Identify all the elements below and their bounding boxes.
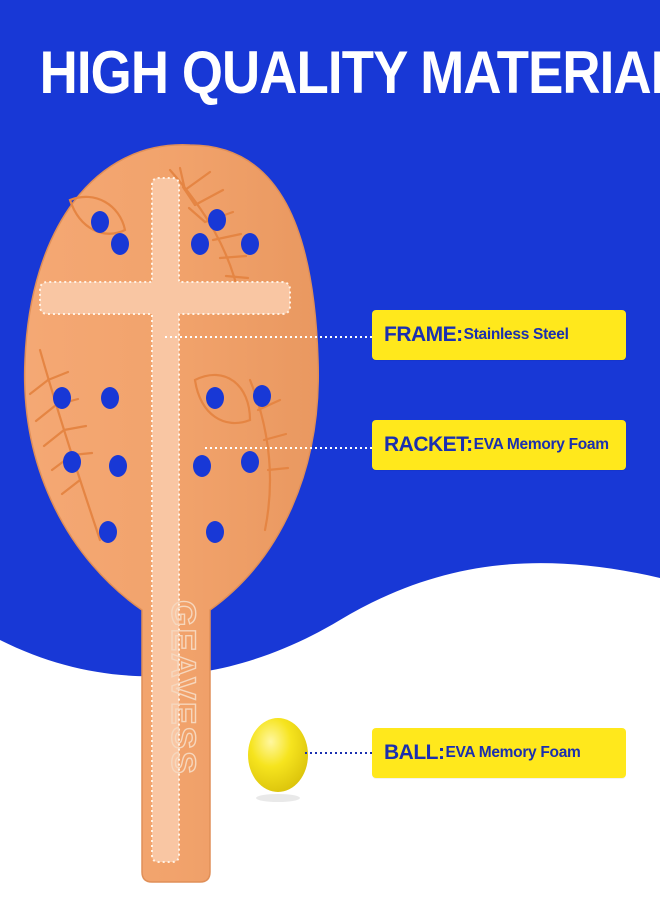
callout-racket-key: RACKET: <box>384 433 473 456</box>
callout-racket: RACKET: EVA Memory Foam <box>372 420 626 470</box>
callout-frame: FRAME: Stainless Steel <box>372 310 626 360</box>
callout-ball-value: EVA Memory Foam <box>445 744 581 761</box>
racket-frame <box>39 177 291 863</box>
callout-racket-value: EVA Memory Foam <box>473 436 609 453</box>
callout-ball: BALL: EVA Memory Foam <box>372 728 626 778</box>
racket-holes <box>53 209 271 543</box>
headline: HIGH QUALITY MATERIAL <box>39 39 660 106</box>
callout-ball-key: BALL: <box>384 741 445 764</box>
callout-frame-value: Stainless Steel <box>463 326 569 343</box>
ball-shadow <box>256 794 300 802</box>
ball <box>248 718 308 792</box>
callout-frame-key: FRAME: <box>384 323 463 346</box>
racket: GEAVESS <box>23 144 319 883</box>
brand-mark: GEAVESS <box>164 600 202 776</box>
leader-lines <box>165 336 372 754</box>
